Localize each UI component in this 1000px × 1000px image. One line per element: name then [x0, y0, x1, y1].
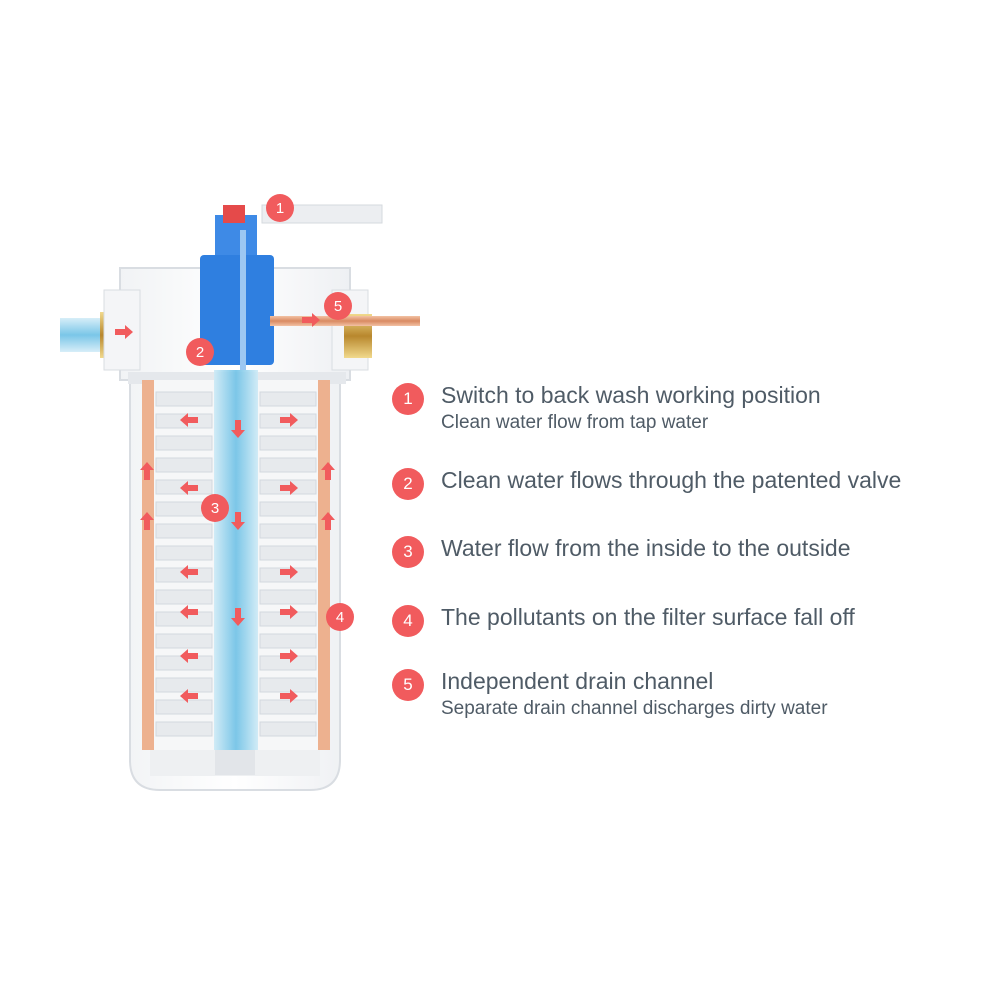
filter-pleat	[259, 523, 317, 539]
arrow-icon	[280, 413, 298, 427]
legend-title: Water flow from the inside to the outsid…	[441, 535, 851, 561]
filter-pleat	[259, 699, 317, 715]
sediment-layer-left	[142, 380, 154, 750]
legend-badge: 3	[392, 536, 424, 568]
diagram-badge-3: 3	[201, 494, 229, 522]
arrow-icon	[280, 689, 298, 703]
drain-channel	[270, 316, 420, 326]
arrow-icon	[321, 512, 335, 530]
filter-pleat	[155, 721, 213, 737]
arrow-icon	[280, 649, 298, 663]
filter-pleat	[259, 457, 317, 473]
flow-arrows	[115, 313, 335, 703]
legend-title: Switch to back wash working position	[441, 382, 821, 408]
diagram-badge-2: 2	[186, 338, 214, 366]
legend-item-1: 1 Switch to back wash working position C…	[392, 380, 821, 436]
arrow-icon	[180, 481, 198, 495]
filter-pleat	[259, 677, 317, 693]
diagram-badge-5: 5	[324, 292, 352, 320]
svg-text:3: 3	[211, 500, 219, 517]
arrow-icon	[280, 481, 298, 495]
svg-text:1: 1	[276, 200, 284, 217]
arrow-icon	[231, 608, 245, 626]
arrow-icon	[280, 605, 298, 619]
legend-item-3: 3 Water flow from the inside to the outs…	[392, 533, 851, 568]
diagram-badge-4: 4	[326, 603, 354, 631]
arrow-icon	[280, 565, 298, 579]
legend-title: Clean water flows through the patented v…	[441, 467, 902, 493]
filter-pleat	[259, 721, 317, 737]
filter-pleat	[259, 391, 317, 407]
valve-assembly	[200, 204, 383, 370]
filter-pleat	[155, 677, 213, 693]
arrow-icon	[231, 420, 245, 438]
legend-item-5: 5 Independent drain channel Separate dra…	[392, 666, 828, 722]
filter-pleat	[155, 589, 213, 605]
legend-item-4: 4 The pollutants on the filter surface f…	[392, 602, 855, 637]
arrow-icon	[180, 649, 198, 663]
diagram-badge-1: 1	[266, 194, 294, 222]
legend-badge: 5	[392, 669, 424, 701]
arrow-icon	[180, 413, 198, 427]
legend-title: The pollutants on the filter surface fal…	[441, 604, 855, 630]
legend-subtitle: Clean water flow from tap water	[441, 412, 709, 433]
arrow-icon	[180, 605, 198, 619]
filter-pleat	[155, 391, 213, 407]
arrow-icon	[321, 462, 335, 480]
svg-text:5: 5	[334, 298, 342, 315]
filter-pleat	[259, 545, 317, 561]
filter-pleat	[155, 699, 213, 715]
legend-badge: 2	[392, 468, 424, 500]
arrow-icon	[180, 689, 198, 703]
filter-pleat	[259, 633, 317, 649]
svg-text:4: 4	[336, 609, 344, 626]
svg-text:2: 2	[196, 344, 204, 361]
filter-pleat	[155, 523, 213, 539]
legend-subtitle: Separate drain channel discharges dirty …	[441, 698, 828, 719]
arrow-icon	[140, 462, 154, 480]
arrow-icon	[302, 313, 320, 327]
arrow-icon	[140, 512, 154, 530]
arrow-icon	[180, 565, 198, 579]
legend-item-2: 2 Clean water flows through the patented…	[392, 465, 901, 500]
valve-cap	[223, 205, 245, 223]
legend-badge: 1	[392, 383, 424, 415]
filter-pleat	[259, 589, 317, 605]
filter-pleat	[155, 633, 213, 649]
arrow-icon	[115, 325, 133, 339]
filter-pleat	[155, 457, 213, 473]
filter-pleat	[259, 501, 317, 517]
legend-badge: 4	[392, 605, 424, 637]
filter-pleat	[259, 435, 317, 451]
legend-title: Independent drain channel	[441, 668, 714, 694]
filter-pleat	[155, 545, 213, 561]
sediment-layer-right	[318, 380, 330, 750]
filter-pleat	[155, 435, 213, 451]
arrow-icon	[231, 512, 245, 530]
